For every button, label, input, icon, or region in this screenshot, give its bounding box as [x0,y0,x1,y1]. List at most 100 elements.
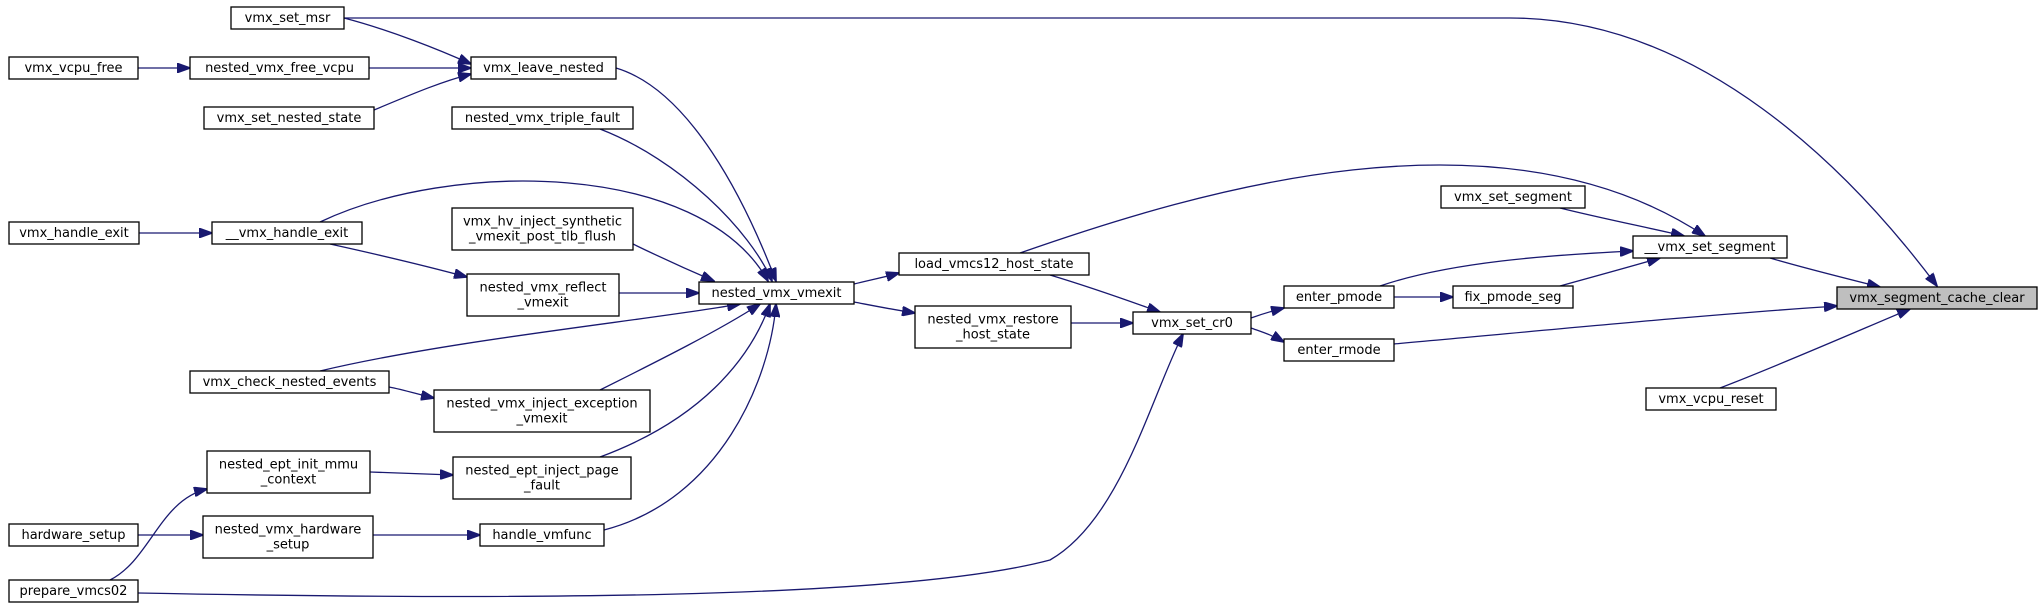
edge-handle_vmfunc-to-nested_vmx_vmexit [603,304,776,531]
node---vmx-handle-exit[interactable]: __vmx_handle_exit [211,221,363,245]
node-box [698,281,855,305]
node-vmx-segment-cache-clear[interactable]: vmx_segment_cache_clear [1836,286,2038,310]
node-label: vmx_handle_exit [19,226,129,241]
node-label: _setup [266,538,310,553]
edge-__vmx_handle_exit-to-nested_vmx_reflect_vmexit [329,243,467,277]
node-load-vmcs12-host-state[interactable]: load_vmcs12_host_state [898,252,1090,276]
node-nested-vmx-free-vcpu[interactable]: nested_vmx_free_vcpu [189,56,370,80]
node-label: vmx_set_msr [245,11,331,26]
edge-path [344,17,1937,286]
edge-path [369,472,453,475]
node-box [1283,285,1395,309]
node-label: load_vmcs12_host_state [914,257,1073,272]
node-box [206,450,371,494]
node-vmx-set-msr[interactable]: vmx_set_msr [230,6,345,30]
node-vmx-vcpu-reset[interactable]: vmx_vcpu_reset [1645,387,1777,411]
edge-enter_rmode-to-vmx_segment_cache_clear [1393,306,1837,345]
node-enter-rmode[interactable]: enter_rmode [1283,338,1395,362]
edge-vmx_vcpu_reset-to-vmx_segment_cache_clear [1719,309,1910,389]
node-box [466,273,620,317]
edge-vmx_set_cr0-to-enter_pmode [1250,308,1284,319]
node-fix-pmode-seg[interactable]: fix_pmode_seg [1452,285,1574,309]
edge-path [1559,258,1660,287]
node-label: vmx_set_nested_state [217,111,362,126]
node-handle-vmfunc[interactable]: handle_vmfunc [479,523,605,547]
edge-load_vmcs12_host_state-to-__vmx_set_segment [1019,164,1705,254]
node-label: _fault [523,479,560,494]
edge-path [137,334,1183,598]
node-vmx-leave-nested[interactable]: vmx_leave_nested [470,56,617,80]
edge-nested_ept_inject_page_fault-to-nested_vmx_vmexit [599,304,770,458]
node-vmx-hv-inject[interactable]: vmx_hv_inject_synthetic_vmexit_post_tlb_… [451,207,634,251]
node-label: nested_ept_init_mmu [219,458,358,473]
edge-nested_ept_init_mmu_context-to-nested_ept_inject_page_fault [369,472,453,475]
node-label: _vmexit [516,296,568,311]
edge-path [319,304,740,372]
edge-vmx_set_cr0-to-enter_rmode [1250,327,1284,342]
node-label: _vmexit_post_tlb_flush [468,230,616,245]
edge-path [1019,164,1705,254]
edge-nested_vmx_vmexit-to-load_vmcs12_host_state [853,273,899,285]
edge-path [343,17,471,64]
edge-fix_pmode_seg-to-__vmx_set_segment [1559,258,1660,287]
node-nested-vmx-inject-exception-vmexit[interactable]: nested_vmx_inject_exception_vmexit [433,389,651,433]
node-label: vmx_vcpu_reset [1658,392,1763,407]
node-box [898,252,1090,276]
node-label: vmx_check_nested_events [203,375,377,390]
node-prepare-vmcs02[interactable]: prepare_vmcs02 [8,579,139,603]
edge-vmx_hv_inject-to-nested_vmx_vmexit [632,243,714,281]
node-box [1836,286,2038,310]
node-nested-vmx-triple-fault[interactable]: nested_vmx_triple_fault [451,106,634,130]
edge-path [853,273,899,285]
edge-path [1393,306,1837,345]
node-box [451,207,634,251]
nodes-layer: vmx_segment_cache_clear vmx_set_msr vmx_vc… [8,6,2038,603]
edge-path [1049,274,1160,312]
edge-prepare_vmcs02-to-vmx_set_cr0 [137,334,1183,598]
node-label: vmx_set_cr0 [1151,316,1233,331]
edge-path [319,180,768,281]
edge-prepare_vmcs02-to-nested_ept_init_mmu_context [109,489,207,581]
node-nested-vmx-vmexit[interactable]: nested_vmx_vmexit [698,281,855,305]
node-label: nested_vmx_restore [927,313,1058,328]
edge-nested_vmx_triple_fault-to-nested_vmx_vmexit [599,128,772,281]
edge-path [1719,309,1910,389]
node-label: fix_pmode_seg [1464,290,1561,305]
node-box [452,456,632,500]
node---vmx-set-segment[interactable]: __vmx_set_segment [1632,235,1788,259]
node-vmx-set-segment[interactable]: vmx_set_segment [1440,185,1586,209]
node-vmx-handle-exit[interactable]: vmx_handle_exit [8,221,140,245]
node-label: __vmx_handle_exit [225,226,349,241]
node-box [1452,285,1574,309]
node-vmx-check-nested-events[interactable]: vmx_check_nested_events [189,370,390,394]
node-label: _vmexit [515,412,567,427]
node-box [1440,185,1586,209]
node-enter-pmode[interactable]: enter_pmode [1283,285,1395,309]
node-nested-vmx-hardware-setup[interactable]: nested_vmx_hardware_setup [202,515,374,559]
edge-path [1559,207,1684,236]
node-label: nested_vmx_free_vcpu [205,61,354,76]
node-box [203,106,375,130]
node-box [211,221,363,245]
node-nested-vmx-reflect-vmexit[interactable]: nested_vmx_reflect_vmexit [466,273,620,317]
node-nested-vmx-restore-host-state[interactable]: nested_vmx_restore_host_state [914,305,1072,349]
node-nested-ept-init-mmu-context[interactable]: nested_ept_init_mmu_context [206,450,371,494]
node-box [189,370,390,394]
node-label: _context [260,473,317,488]
node-label: prepare_vmcs02 [20,584,128,599]
node-label: nested_vmx_triple_fault [465,111,620,126]
node-box [1283,338,1395,362]
node-vmx-set-nested-state[interactable]: vmx_set_nested_state [203,106,375,130]
edge-vmx_check_nested_events-to-nested_vmx_vmexit [319,304,740,372]
node-box [189,56,370,80]
node-vmx-set-cr0[interactable]: vmx_set_cr0 [1132,311,1252,335]
node-box [8,523,139,547]
node-nested-ept-inject-page-fault[interactable]: nested_ept_inject_page_fault [452,456,632,500]
node-label: vmx_vcpu_free [24,61,122,76]
edge-nested_vmx_vmexit-to-nested_vmx_restore_host_state [853,301,915,313]
node-hardware-setup[interactable]: hardware_setup [8,523,139,547]
node-box [914,305,1072,349]
node-vmx-vcpu-free[interactable]: vmx_vcpu_free [8,56,139,80]
edge-vmx_leave_nested-to-nested_vmx_vmexit [615,67,776,281]
